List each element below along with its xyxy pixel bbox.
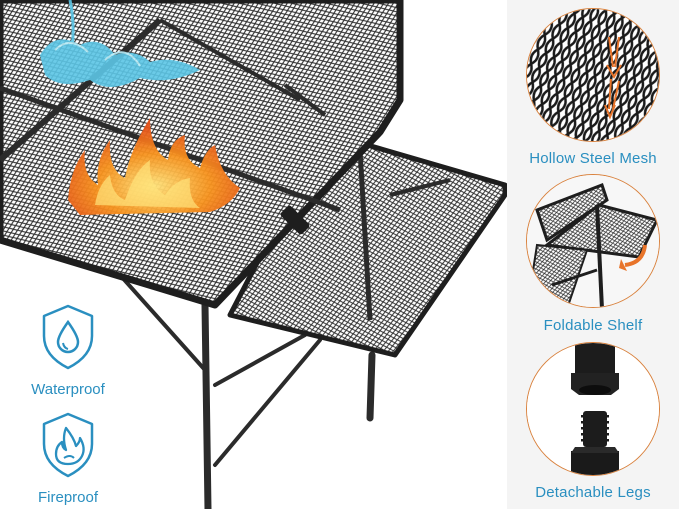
feature-label: Foldable Shelf <box>543 317 643 334</box>
feature-label: Hollow Steel Mesh <box>529 150 657 167</box>
table-legs <box>118 273 376 509</box>
thread-screw <box>581 411 609 447</box>
feature-label: Detachable Legs <box>535 484 651 501</box>
waterproof-badge: Waterproof <box>18 302 118 398</box>
fire-graphic <box>68 118 240 215</box>
shield-water-drop-icon <box>42 304 94 370</box>
mesh-closeup <box>526 8 660 142</box>
feature-panel: Hollow Steel Mesh <box>507 0 679 509</box>
fireproof-badge: Fireproof <box>18 410 118 506</box>
detachable-leg-closeup <box>526 342 660 476</box>
water-splash-graphic <box>40 0 200 88</box>
foldable-shelf-closeup <box>526 174 660 308</box>
mesh-closeup-image <box>527 9 659 141</box>
waterproof-label: Waterproof <box>31 381 105 398</box>
foldable-shelf-image <box>527 175 659 307</box>
fireproof-label: Fireproof <box>37 489 99 506</box>
detachable-leg-image <box>527 343 659 475</box>
shield-flame-icon <box>42 412 94 478</box>
folding-mesh-table-illustration <box>0 0 508 509</box>
